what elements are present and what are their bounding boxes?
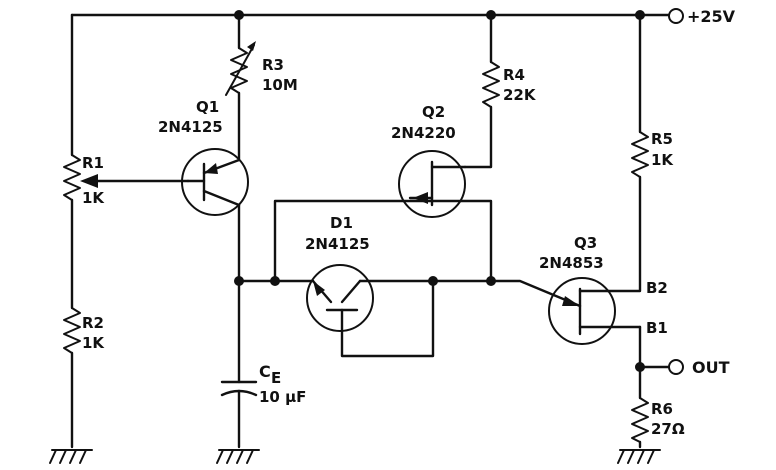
r2-ref: R2 <box>82 314 104 332</box>
diode-d1: D1 2N4125 <box>305 214 435 358</box>
supply-label: +25V <box>687 7 736 26</box>
resistor-r5: R5 1K <box>631 130 674 178</box>
r3-ref: R3 <box>262 56 284 74</box>
q3-b1-label: B1 <box>646 319 668 337</box>
q3-ref: Q3 <box>574 234 597 252</box>
supply-terminal: +25V <box>668 7 736 26</box>
resistor-r3: R3 10M <box>225 41 298 96</box>
ujt-q3: Q3 2N4853 B2 B1 <box>489 234 668 345</box>
ce-sub: E <box>271 369 281 387</box>
q3-b2-label: B2 <box>646 279 668 297</box>
r1-ref: R1 <box>82 154 104 172</box>
transistor-q1: Q1 2N4125 <box>158 98 249 216</box>
capacitor-ce: C E 10 μF <box>220 362 306 406</box>
r3-value: 10M <box>262 76 298 94</box>
r2-value: 1K <box>82 334 105 352</box>
r1-value: 1K <box>82 189 105 207</box>
ground-symbol-left <box>49 449 93 464</box>
r6-value: 27Ω <box>651 420 685 438</box>
transistor-q2: Q2 2N4220 <box>391 103 467 218</box>
output-label: OUT <box>692 358 730 377</box>
r5-ref: R5 <box>651 130 673 148</box>
q2-ref: Q2 <box>422 103 445 121</box>
resistor-r2: R2 1K <box>63 307 105 354</box>
q3-part: 2N4853 <box>539 254 604 272</box>
supply-rail <box>70 10 670 20</box>
d1-part: 2N4125 <box>305 235 370 253</box>
r5-value: 1K <box>651 151 674 169</box>
q1-part: 2N4125 <box>158 118 223 136</box>
r4-ref: R4 <box>503 66 525 84</box>
resistor-r4: R4 22K <box>482 61 537 108</box>
q1-ref: Q1 <box>196 98 219 116</box>
ce-value: 10 μF <box>259 388 306 406</box>
q2-part: 2N4220 <box>391 124 456 142</box>
ground-symbol-cap <box>216 449 260 464</box>
middle-node <box>234 199 496 286</box>
r4-value: 22K <box>503 86 537 104</box>
potentiometer-r1: R1 1K <box>63 154 105 207</box>
ce-ref: C <box>259 362 271 381</box>
output-terminal: OUT <box>668 358 730 377</box>
resistor-r6: R6 27Ω <box>631 397 685 443</box>
d1-ref: D1 <box>330 214 353 232</box>
r6-ref: R6 <box>651 400 673 418</box>
ground-symbol-right <box>617 449 661 464</box>
